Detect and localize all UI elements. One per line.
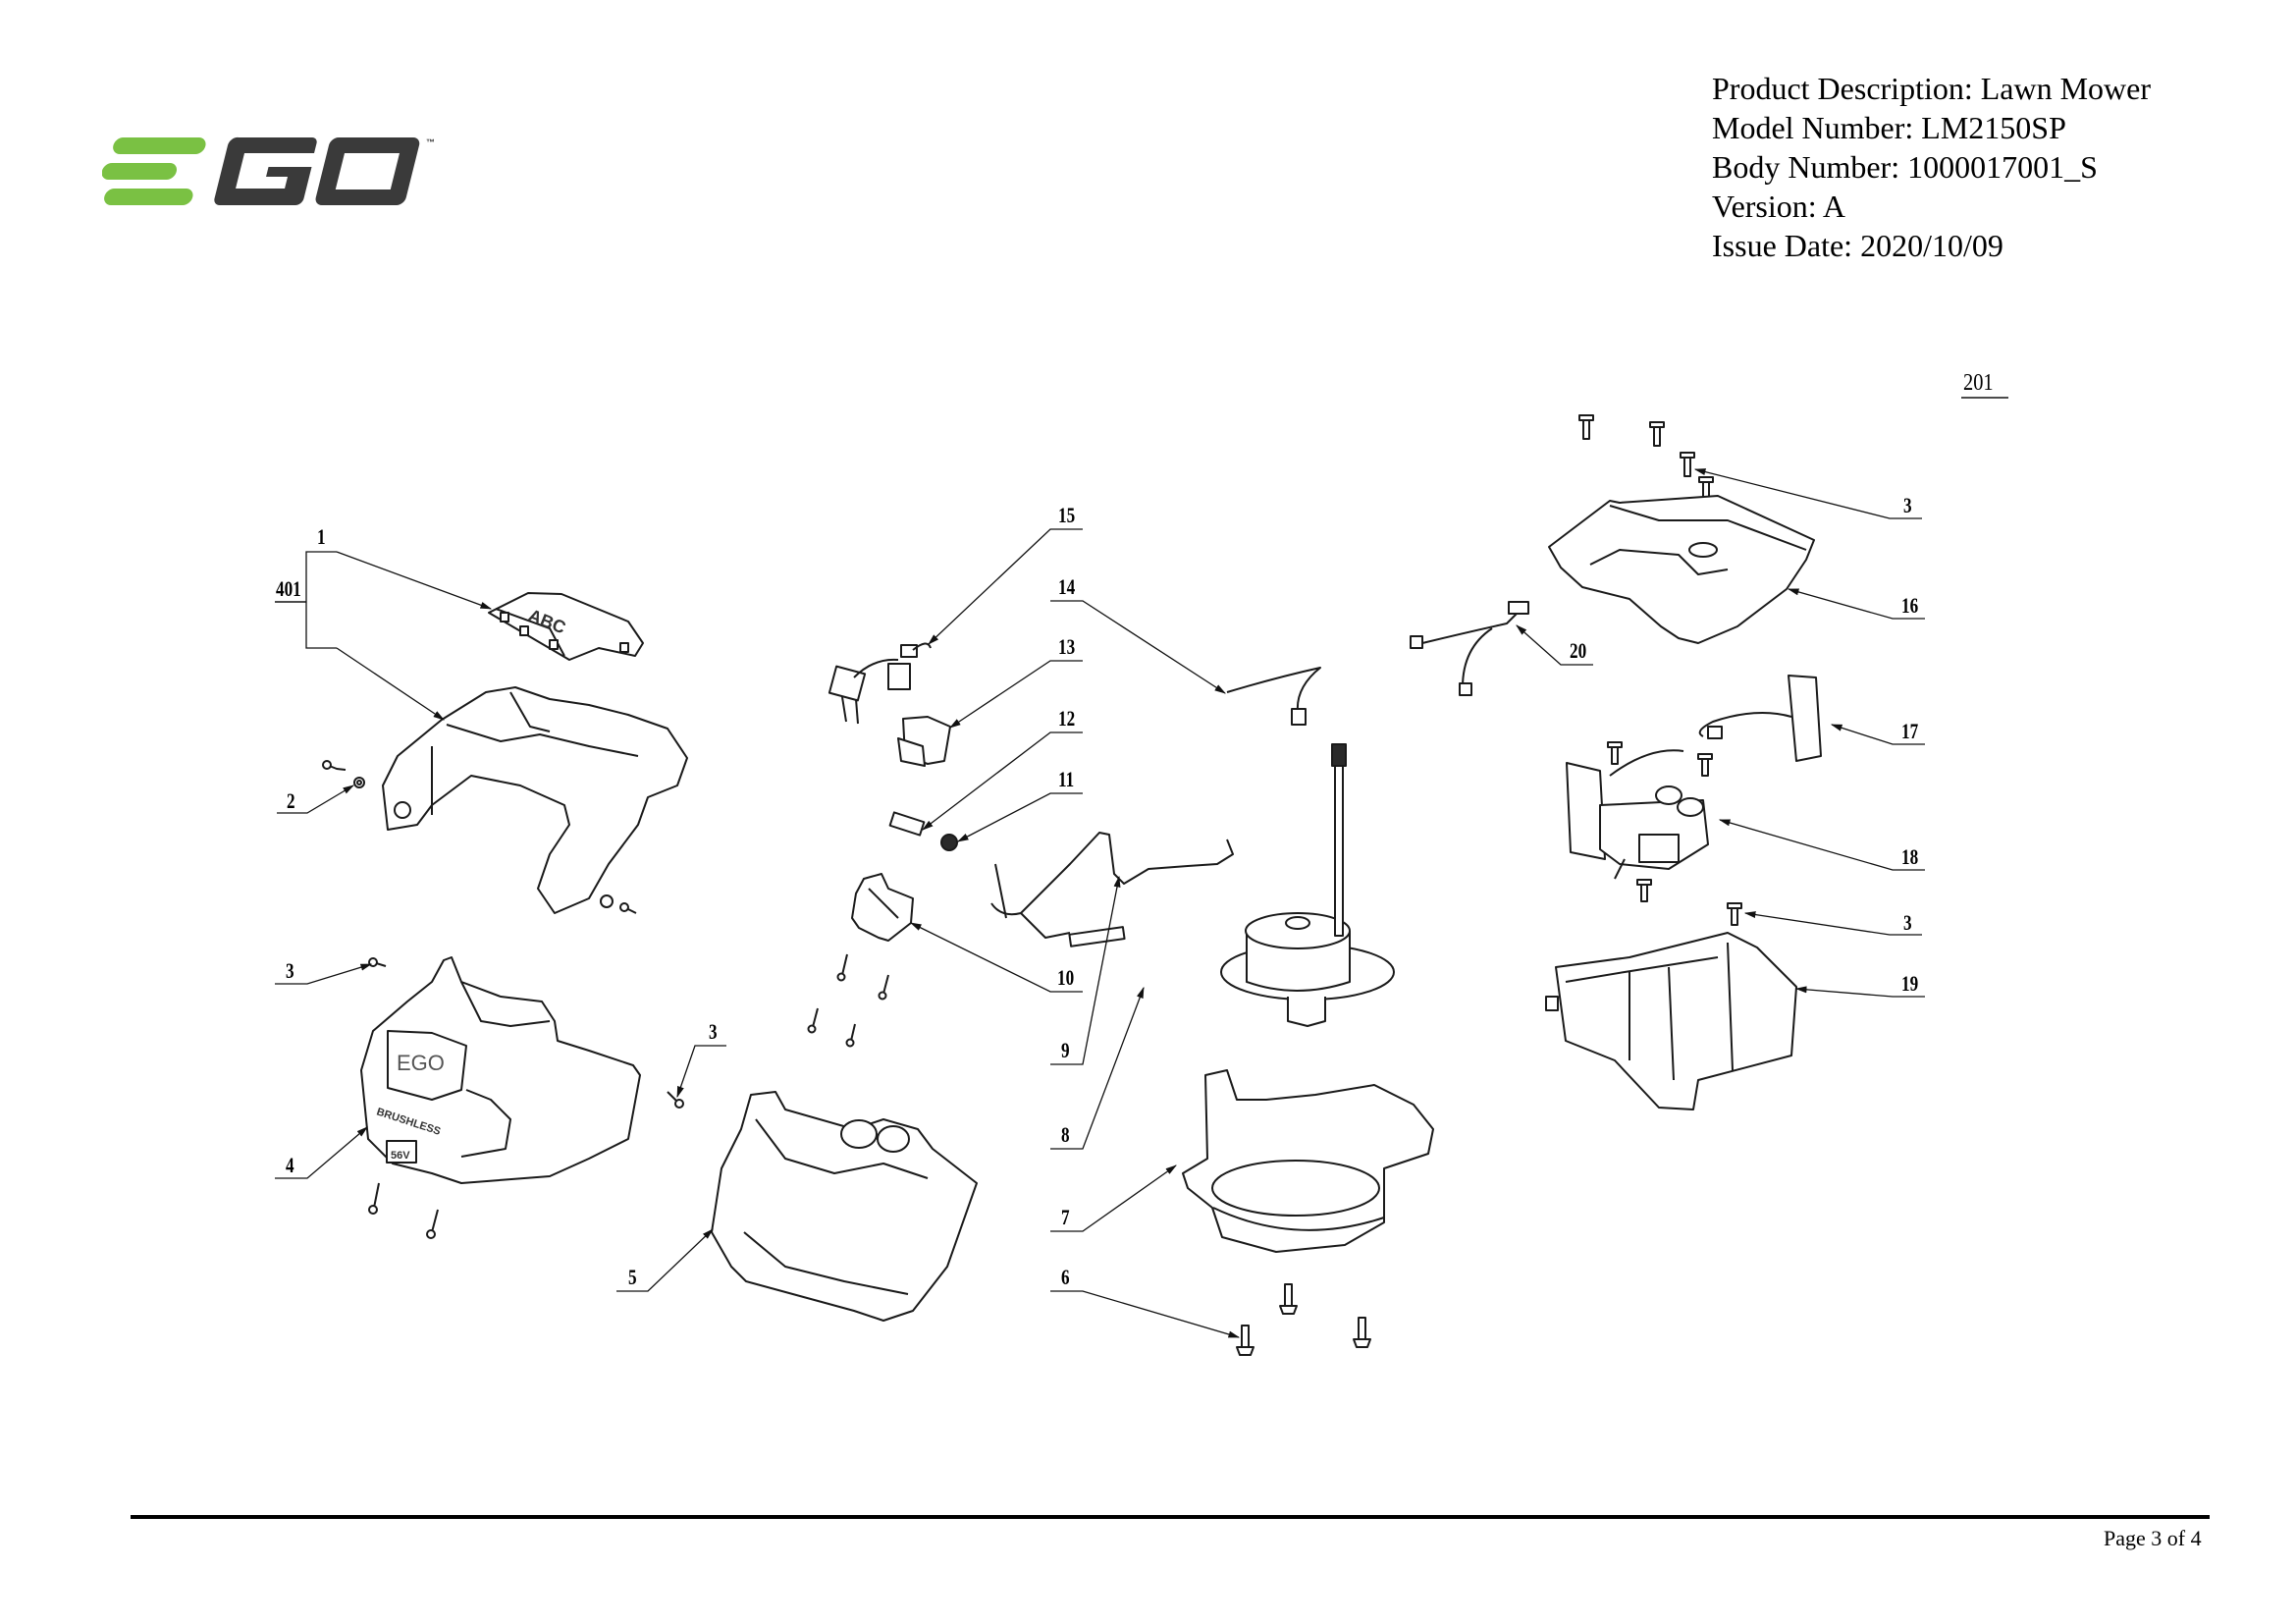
leader-10 xyxy=(909,922,1083,993)
callout-9[interactable]: 9 xyxy=(1061,1038,1070,1062)
callout-15[interactable]: 15 xyxy=(1058,503,1076,527)
version: Version: A xyxy=(1712,189,1845,224)
voltage-emboss-text: 56V xyxy=(391,1150,410,1162)
leader-3-mid xyxy=(676,1045,726,1099)
leader-6 xyxy=(1050,1290,1241,1338)
part-11-knob[interactable] xyxy=(940,834,958,851)
callout-7[interactable]: 7 xyxy=(1061,1205,1070,1229)
group-401-bracket xyxy=(305,551,337,649)
part-3-screw-c[interactable] xyxy=(1727,902,1742,926)
callout-3-mid[interactable]: 3 xyxy=(709,1019,718,1044)
leader-19 xyxy=(1794,986,1925,998)
product-info-block: Product Description: Lawn Mower Model Nu… xyxy=(1712,69,2151,265)
issue-date: Issue Date: 2020/10/09 xyxy=(1712,228,2003,263)
callout-3-top-right[interactable]: 3 xyxy=(1903,493,1912,517)
leader-401 xyxy=(336,647,445,721)
part-20-connecting-cable[interactable] xyxy=(1410,601,1529,696)
leader-3-left xyxy=(275,963,373,985)
leader-18 xyxy=(1718,819,1925,871)
part-2-nut[interactable] xyxy=(353,777,365,788)
leader-3-top-right xyxy=(1693,468,1922,519)
callout-18[interactable]: 18 xyxy=(1901,844,1919,869)
part-5-motor-housing[interactable] xyxy=(711,1091,978,1322)
part-401-upper-shroud[interactable] xyxy=(382,686,688,914)
callout-4[interactable]: 4 xyxy=(286,1153,294,1177)
part-8-motor[interactable] xyxy=(1220,743,1395,1027)
part-9-wire-harness[interactable] xyxy=(990,832,1234,947)
part-10-switch-bracket[interactable] xyxy=(851,873,914,942)
part-1-badge-cover[interactable]: ABC xyxy=(488,592,644,661)
callout-13[interactable]: 13 xyxy=(1058,634,1076,659)
callout-12[interactable]: 12 xyxy=(1058,706,1076,731)
body-number: Body Number: 1000017001_S xyxy=(1712,149,2098,185)
part-3-screws-top[interactable] xyxy=(1578,414,1714,502)
leader-2 xyxy=(277,785,355,814)
screw-front-2[interactable] xyxy=(426,1209,439,1239)
part-2-screw[interactable] xyxy=(322,760,347,771)
callout-16[interactable]: 16 xyxy=(1901,593,1919,618)
callout-6[interactable]: 6 xyxy=(1061,1265,1070,1289)
cover-emboss-logo: EGO xyxy=(397,1051,445,1075)
part-17-indicator-board[interactable] xyxy=(1698,675,1822,762)
footer-rule xyxy=(131,1515,2210,1519)
callout-20[interactable]: 20 xyxy=(1570,638,1587,663)
callout-3-left[interactable]: 3 xyxy=(286,958,294,983)
part-3-screw-a[interactable] xyxy=(368,957,387,967)
callout-1[interactable]: 1 xyxy=(317,524,326,549)
leader-13 xyxy=(949,660,1083,729)
bracket-screws[interactable] xyxy=(807,953,889,1048)
leader-4 xyxy=(275,1126,368,1179)
model-number: Model Number: LM2150SP xyxy=(1712,110,2066,145)
leader-7 xyxy=(1050,1164,1177,1232)
trademark-symbol: ™ xyxy=(426,137,435,147)
part-12-connector-clip[interactable] xyxy=(888,811,926,837)
logo-bars-icon xyxy=(102,137,206,205)
assembly-ref-label: 201 xyxy=(1963,370,1994,396)
screw-front-1[interactable] xyxy=(368,1182,380,1215)
part-15-switch-harness[interactable] xyxy=(828,642,932,725)
part-3-screw-b[interactable] xyxy=(667,1091,684,1109)
callout-2[interactable]: 2 xyxy=(287,788,295,813)
screw-401-lower[interactable] xyxy=(619,902,637,914)
part-13-switch-housing[interactable] xyxy=(897,716,951,767)
callout-14[interactable]: 14 xyxy=(1058,574,1076,599)
callout-3-right-lower[interactable]: 3 xyxy=(1903,910,1912,935)
leader-16 xyxy=(1787,588,1925,620)
callout-5[interactable]: 5 xyxy=(628,1265,637,1289)
part-16-battery-cover[interactable] xyxy=(1548,495,1815,644)
part-14-cable[interactable] xyxy=(1226,667,1321,726)
leader-20 xyxy=(1516,624,1593,666)
callout-17[interactable]: 17 xyxy=(1901,719,1919,743)
part-19-controller-housing[interactable] xyxy=(1545,932,1797,1110)
callout-19[interactable]: 19 xyxy=(1901,971,1919,996)
leader-8 xyxy=(1050,986,1145,1150)
page-number: Page 3 of 4 xyxy=(2104,1526,2202,1550)
controller-screws[interactable] xyxy=(1607,741,1713,902)
part-6-bolts[interactable] xyxy=(1236,1283,1371,1356)
callout-10[interactable]: 10 xyxy=(1057,965,1075,990)
part-18-controller[interactable] xyxy=(1566,749,1709,880)
callout-401[interactable]: 401 xyxy=(276,576,301,601)
part-4-front-cover[interactable]: EGO BRUSHLESS 56V xyxy=(360,956,641,1184)
leader-1 xyxy=(336,551,493,610)
callout-leaders xyxy=(275,468,1925,1338)
leader-17 xyxy=(1830,724,1925,745)
ego-logo: ™ xyxy=(102,136,435,205)
product-description: Product Description: Lawn Mower xyxy=(1712,71,2152,106)
leader-12 xyxy=(922,731,1083,831)
leader-14 xyxy=(1050,600,1226,694)
part-7-motor-base[interactable] xyxy=(1182,1069,1434,1253)
leader-9 xyxy=(1050,875,1121,1065)
leader-11 xyxy=(956,792,1083,842)
callout-11[interactable]: 11 xyxy=(1058,767,1075,791)
leader-15 xyxy=(928,528,1083,645)
leader-3-right-lower xyxy=(1743,911,1922,936)
logo-letters-icon xyxy=(214,136,420,205)
callout-8[interactable]: 8 xyxy=(1061,1122,1070,1147)
leader-5 xyxy=(616,1228,714,1292)
